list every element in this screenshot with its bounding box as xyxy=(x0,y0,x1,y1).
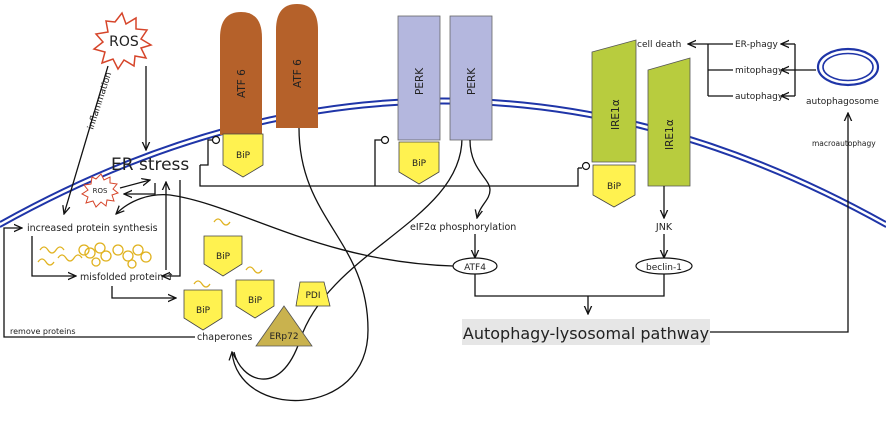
cell-death-label: cell death xyxy=(637,40,681,50)
autophagosome-label: autophagosome xyxy=(806,97,879,107)
bip-cluster-3-label: BiP xyxy=(248,296,263,306)
atf6-to-chaperones-arrow xyxy=(232,127,369,402)
ire1-receptor: IRE1α IRE1α BiP xyxy=(591,39,691,208)
ros-star: ROS xyxy=(92,11,153,71)
misfolded-protein-label: misfolded protein ↑ xyxy=(80,272,174,283)
perk-to-chaperones-curve xyxy=(233,137,463,380)
autophagy-lysosomal-label: Autophagy-lysosomal pathway xyxy=(463,324,709,343)
atf6-receptor: ATF 6 ATF 6 BiP xyxy=(220,4,318,178)
erp72-node: ERp72 xyxy=(255,305,313,347)
protein-squiggles xyxy=(37,218,263,288)
autophagosome-node xyxy=(816,47,880,87)
chaperones-label: chaperones xyxy=(197,332,252,343)
er-stress-sensor-links xyxy=(199,135,591,187)
atf4-label: ATF4 xyxy=(464,263,486,273)
erp72-label: ERp72 xyxy=(269,332,298,342)
macroautophagy-label: macroautophagy xyxy=(812,139,876,148)
pdi-node: PDI xyxy=(295,281,331,307)
ire1-right-label: IRE1α xyxy=(664,119,676,150)
atf6-bip-label: BiP xyxy=(236,151,251,161)
atf6-left-label: ATF 6 xyxy=(236,69,248,98)
misfolded-to-bip-arrow xyxy=(111,286,176,298)
atf4-node: ATF4 xyxy=(452,257,498,275)
ros-small-label: ROS xyxy=(93,187,108,195)
mitophagy-label: mitophagy xyxy=(735,66,784,76)
inflammation-label: inflammation xyxy=(86,71,114,131)
perk-left-label: PERK xyxy=(414,67,426,95)
er-stress-to-small-ros-arrow xyxy=(124,183,156,194)
pathway-to-autophagosome-arrow xyxy=(710,113,848,333)
bip-cluster-2-label: BiP xyxy=(196,306,211,316)
synthesis-to-misfolded-arrow xyxy=(31,236,76,276)
remove-proteins-loop xyxy=(3,228,195,338)
ire1-bip-label: BiP xyxy=(607,182,622,192)
increased-protein-synthesis-label: increased protein synthesis xyxy=(27,223,158,234)
small-ros-to-er-stress-arrow xyxy=(119,180,150,189)
jnk-label: JNK xyxy=(655,222,673,233)
bip-cluster-1-label: BiP xyxy=(216,252,231,262)
atf6-right-label: ATF 6 xyxy=(292,59,304,88)
ire1-left-label: IRE1α xyxy=(610,99,622,130)
autophagy-label: autophagy xyxy=(735,92,784,102)
er-stress-to-misfolded-arrow xyxy=(162,180,181,276)
ros-small-star: ROS xyxy=(81,173,120,208)
ros-to-protein-synthesis-arrow xyxy=(64,65,109,214)
remove-proteins-label: remove proteins xyxy=(10,327,76,336)
eif2a-label: eIF2α phosphorylation xyxy=(410,222,516,233)
perk-receptor: PERK PERK BiP xyxy=(397,15,493,185)
er-stress-label: ER stress xyxy=(111,155,189,175)
ros-label: ROS xyxy=(109,34,139,50)
perk-to-eif2a-arrow xyxy=(469,139,491,218)
atf4-feedback-arrow xyxy=(116,194,454,267)
beclin-label: beclin-1 xyxy=(646,263,682,273)
bip-chaperone-group: BiP BiP BiP xyxy=(183,235,275,331)
pathway-box xyxy=(462,319,710,345)
er-phagy-label: ER-phagy xyxy=(735,40,778,50)
pdi-label: PDI xyxy=(305,291,320,301)
er-membrane xyxy=(0,97,886,228)
beclin-node: beclin-1 xyxy=(635,257,693,275)
perk-bip-label: BiP xyxy=(412,159,427,169)
merge-bracket xyxy=(474,274,665,297)
perk-right-label: PERK xyxy=(466,67,478,95)
